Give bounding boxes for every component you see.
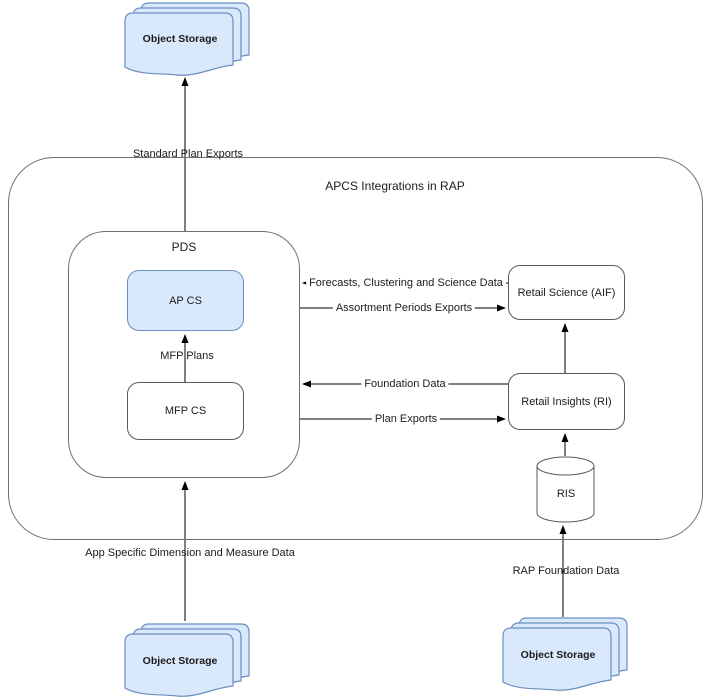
node-retail-insights-label: Retail Insights (RI) [521, 395, 612, 408]
rap-container [8, 157, 703, 540]
edge-app-specific-label: App Specific Dimension and Measure Data [85, 547, 295, 559]
node-retail-science-label: Retail Science (AIF) [517, 286, 616, 299]
node-ap-cs-label: AP CS [169, 294, 202, 307]
edge-mfp-plans-label: MFP Plans [160, 350, 214, 362]
edge-foundation-data-label: Foundation Data [361, 378, 449, 390]
node-pds-label: PDS [171, 240, 197, 254]
edge-assortment-label: Assortment Periods Exports [332, 302, 476, 314]
node-pds [68, 231, 300, 478]
node-retail-science: Retail Science (AIF) [508, 265, 625, 320]
node-ris-label: RIS [556, 488, 576, 500]
node-ap-cs: AP CS [127, 270, 244, 331]
node-mfp-cs-label: MFP CS [164, 405, 207, 417]
edge-plan-exports-label: Plan Exports [371, 413, 441, 425]
edge-rap-foundation-label: RAP Foundation Data [512, 565, 620, 577]
diagram-title: APCS Integrations in RAP [325, 179, 465, 193]
object-storage-top-label: Object Storage [142, 33, 218, 45]
edge-standard-plan-exports-label: Standard Plan Exports [132, 148, 244, 160]
object-storage-bottom-left-label: Object Storage [142, 655, 218, 667]
object-storage-bottom-right-label: Object Storage [520, 649, 596, 661]
node-retail-insights: Retail Insights (RI) [508, 373, 625, 430]
node-mfp-cs: MFP CS [127, 382, 244, 440]
edge-forecasts-label: Forecasts, Clustering and Science Data [306, 277, 506, 289]
